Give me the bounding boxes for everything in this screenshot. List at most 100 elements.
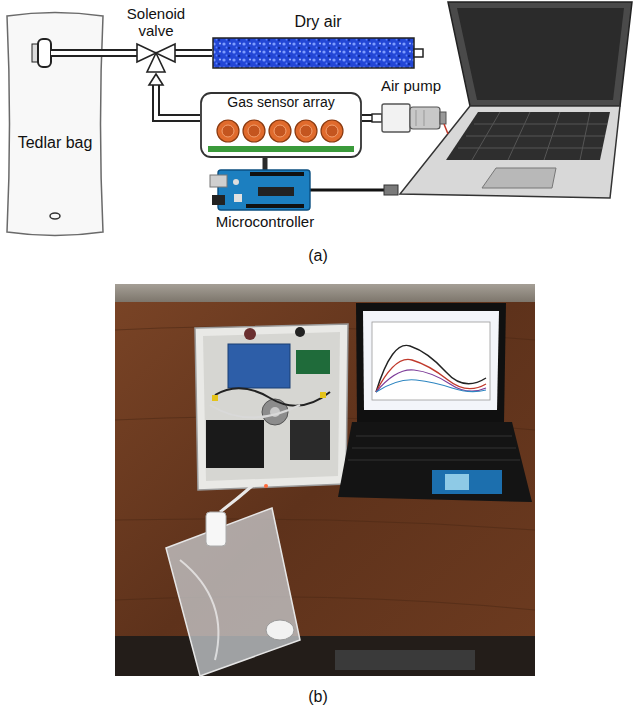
illustration-part (246, 204, 304, 208)
illustration-part (220, 486, 252, 512)
tube-bore (362, 116, 372, 120)
illustration-part (440, 112, 446, 124)
illustration-part (372, 322, 490, 400)
illustration-part (250, 172, 304, 176)
illustration-part (244, 328, 256, 340)
solenoid-valve: Solenoid valve (121, 4, 191, 74)
usb-cable (310, 185, 398, 195)
illustration-part (248, 125, 260, 137)
illustration-part (203, 332, 340, 481)
illustration-part (290, 420, 330, 460)
illustration-part (372, 114, 382, 122)
tube-bore (156, 85, 200, 118)
tube-wall (108, 49, 121, 57)
illustration-part (363, 311, 499, 410)
illustration-part (215, 388, 330, 406)
air-pump: Air pump (372, 76, 450, 142)
illustration-part (416, 110, 417, 126)
illustration-part (321, 120, 343, 142)
illustration-part (296, 350, 330, 374)
illustration-part (243, 120, 265, 142)
illustration-part (208, 146, 354, 152)
illustration-part (445, 474, 469, 490)
illustration-part (217, 120, 239, 142)
illustration-part (264, 484, 268, 488)
illustration-part (348, 436, 520, 460)
illustration-part (472, 112, 500, 160)
illustration-part (544, 112, 560, 160)
illustration-part (410, 107, 440, 129)
illustration-part (213, 38, 414, 68)
arrow-head (149, 74, 163, 85)
illustration-part (432, 470, 502, 494)
illustration-part (482, 168, 556, 188)
gas-tube (108, 53, 121, 54)
illustration-part (326, 125, 338, 137)
illustration-part (212, 195, 225, 205)
illustration-part (424, 110, 425, 126)
tube-wall (156, 85, 200, 118)
illustration-part (508, 112, 530, 160)
illustration-part (115, 597, 535, 610)
illustration-part (384, 185, 398, 195)
panel-label: (b) (0, 687, 636, 706)
illustration-part (121, 49, 137, 57)
sensor-array-box: Gas sensor array (200, 92, 362, 158)
illustration-part (448, 2, 632, 106)
illustration-part (295, 327, 305, 337)
illustration-part (180, 560, 218, 660)
illustration-part (7, 13, 103, 236)
tube-wall (362, 114, 372, 122)
illustration-part (121, 51, 137, 55)
illustration-part (300, 125, 312, 137)
tube-bore (108, 51, 121, 55)
tedlar-bag: Tedlar bag (2, 6, 108, 242)
illustration-part (320, 392, 326, 398)
gas-tube (149, 74, 200, 118)
illustration-part (218, 170, 310, 210)
illustration-part (234, 194, 242, 202)
tedlar-bag-shape (2, 6, 108, 242)
illustration-part (444, 124, 448, 134)
illustration-part (51, 51, 108, 55)
node-label: Gas sensor array (200, 95, 362, 110)
illustration-part (115, 636, 535, 676)
illustration-part (338, 422, 532, 502)
illustration-part (206, 512, 226, 546)
illustration-part (115, 284, 535, 302)
illustration-part (115, 519, 535, 530)
dry-air-column: Dry air (212, 10, 424, 70)
illustration-part (201, 93, 361, 157)
laptop-drawing (400, 2, 632, 198)
illustration-part (458, 112, 607, 160)
illustration-part (206, 420, 264, 468)
illustration-part (166, 508, 300, 676)
gas-tube (362, 118, 372, 119)
illustration-part (274, 125, 286, 137)
illustration-part (222, 125, 234, 137)
illustration-part (233, 179, 239, 185)
setup-photograph (115, 284, 535, 676)
tube-bore (191, 51, 212, 55)
illustration-part (446, 112, 610, 160)
illustration-part (266, 620, 294, 640)
node-label: Microcontroller (200, 214, 330, 231)
illustration-part (147, 53, 165, 72)
illustration-part (269, 120, 291, 142)
illustration-part (38, 39, 51, 67)
illustration-part (335, 650, 475, 670)
illustration-part (348, 460, 520, 461)
illustration-part (50, 213, 60, 219)
illustration-part (376, 380, 486, 392)
illustration-part (352, 448, 516, 449)
illustration-part (376, 359, 486, 392)
illustration-part (376, 370, 486, 392)
illustration-part (295, 120, 317, 142)
panel-label: (a) (0, 246, 636, 265)
illustration-part (457, 8, 624, 100)
illustration-part (115, 284, 535, 676)
node-label: Solenoid valve (121, 6, 191, 39)
illustration-part (356, 303, 506, 422)
illustration-part (175, 51, 191, 55)
